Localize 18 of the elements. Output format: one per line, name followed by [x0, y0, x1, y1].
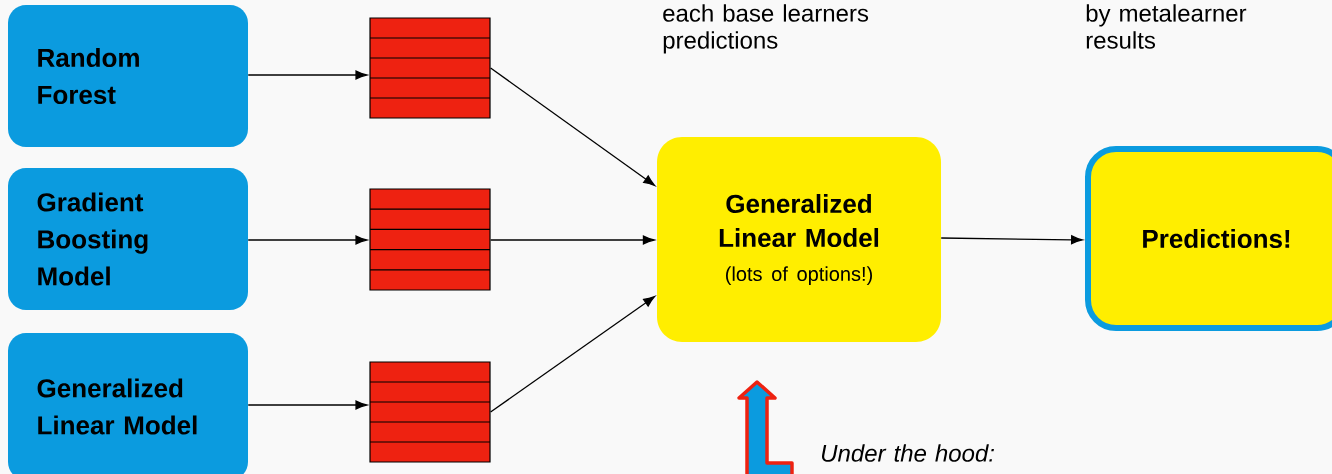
prediction-stack [369, 361, 491, 463]
prediction-stack [369, 17, 491, 119]
predictions-box: Predictions! [1085, 146, 1332, 331]
arrow [489, 235, 655, 245]
arrow [247, 235, 368, 245]
arrow [489, 67, 656, 186]
notes-text: each base learners predictions [663, 4, 869, 54]
metalearner-box: Generalized Linear Model (lots of options!) [657, 137, 941, 342]
model-box: Generalized Linear Model [8, 333, 248, 474]
arrow [247, 400, 368, 410]
model-box: Gradient Boosting Model [8, 168, 248, 310]
model-box: Random Forest [8, 5, 248, 147]
note-text: Under the hood: [822, 444, 994, 462]
arrow [247, 70, 368, 80]
arrow [940, 235, 1083, 245]
prediction-stack [369, 188, 491, 291]
arrow [489, 295, 656, 413]
notes-text: by metalearner results [1086, 4, 1247, 49]
